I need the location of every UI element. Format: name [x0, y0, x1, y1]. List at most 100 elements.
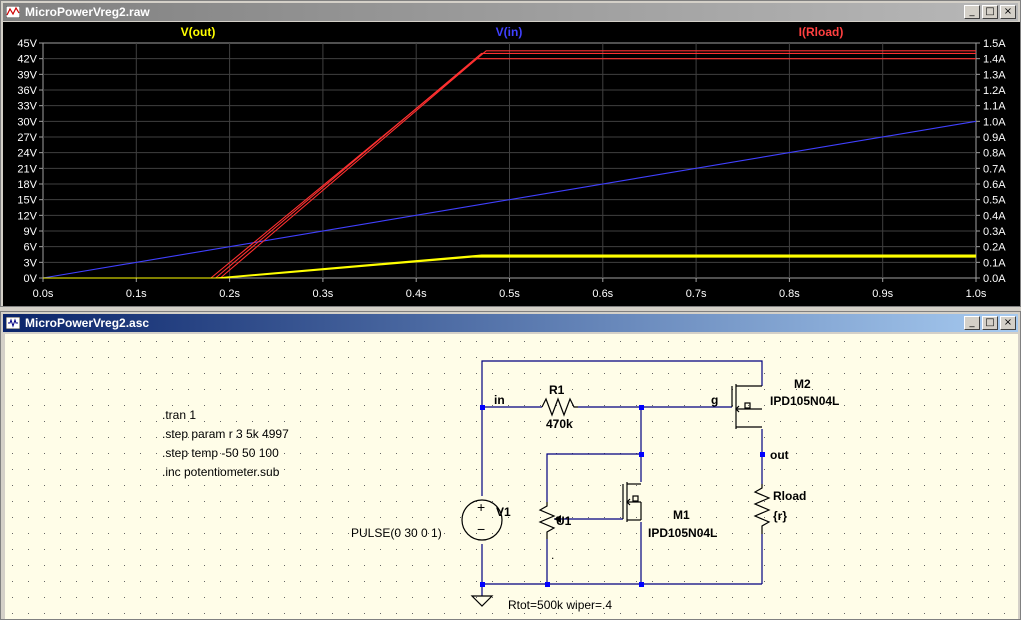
schematic-minimize-button[interactable]: _ [964, 316, 980, 330]
y-tick-label-left: 27V [17, 132, 37, 144]
y-tick-label-left: 12V [17, 210, 37, 222]
schematic-close-button[interactable]: × [1000, 316, 1016, 330]
y-tick-label-left: 42V [17, 54, 37, 66]
x-tick-label: 0.4s [406, 288, 427, 300]
x-tick-label: 0.8s [779, 288, 800, 300]
u1-dot: . [551, 548, 554, 562]
directive-step-temp[interactable]: .step temp -50 50 100 [162, 446, 279, 460]
m2-label[interactable]: M2 [794, 377, 811, 391]
x-tick-label: 0.0s [33, 288, 54, 300]
y-tick-label-right: 1.2A [983, 85, 1006, 97]
waveform-window-title: MicroPowerVreg2.raw [25, 5, 150, 19]
schematic-window: MicroPowerVreg2.asc _ □ × .tran 1 .step … [0, 311, 1021, 620]
directive-tran[interactable]: .tran 1 [162, 408, 196, 422]
v1-plus-sign: + [477, 499, 485, 515]
y-tick-label-right: 1.3A [983, 69, 1006, 81]
m2-mosfet-symbol[interactable] [731, 384, 762, 429]
y-tick-label-left: 36V [17, 85, 37, 97]
schematic-icon [5, 315, 21, 331]
schematic-canvas[interactable]: .tran 1 .step param r 3 5k 4997 .step te… [5, 334, 1018, 619]
x-tick-label: 0.9s [872, 288, 893, 300]
y-axis-left-labels: 0V3V6V9V12V15V18V21V24V27V30V33V36V39V42… [17, 38, 37, 285]
y-tick-label-right: 1.5A [983, 38, 1006, 50]
y-tick-label-left: 45V [17, 38, 37, 50]
y-tick-label-right: 0.8A [983, 148, 1006, 160]
schematic-maximize-button[interactable]: □ [982, 316, 998, 330]
y-tick-label-right: 1.1A [983, 101, 1006, 113]
y-tick-label-left: 24V [17, 148, 37, 160]
y-tick-label-left: 15V [17, 195, 37, 207]
x-tick-label: 1.0s [966, 288, 987, 300]
trace-label-v-in-[interactable]: V(in) [496, 25, 523, 39]
plot-grid [39, 42, 980, 282]
net-label-in[interactable]: in [494, 393, 505, 407]
v1-minus-sign: − [477, 521, 485, 537]
net-label-g[interactable]: g [711, 393, 718, 407]
directive-include[interactable]: .inc potentiometer.sub [162, 465, 280, 479]
y-tick-label-right: 0.1A [983, 257, 1006, 269]
x-tick-label: 0.7s [686, 288, 707, 300]
v1-source-symbol[interactable]: + − [461, 499, 503, 541]
x-tick-label: 0.1s [126, 288, 147, 300]
directive-step-param[interactable]: .step param r 3 5k 4997 [162, 427, 289, 441]
schematic-window-title: MicroPowerVreg2.asc [25, 316, 150, 330]
trace-labels[interactable]: V(out) V(in) I(Rload) [181, 25, 844, 39]
x-tick-label: 0.6s [592, 288, 613, 300]
trace-v-out-run-3[interactable] [43, 256, 976, 279]
waveform-titlebar[interactable]: MicroPowerVreg2.raw [3, 3, 1018, 21]
rload-label[interactable]: Rload [773, 489, 806, 503]
plot-traces [42, 50, 977, 279]
schematic-titlebar[interactable]: MicroPowerVreg2.asc [3, 314, 1018, 332]
y-tick-label-left: 6V [24, 242, 38, 254]
ground-symbol[interactable] [470, 595, 494, 607]
y-tick-label-right: 0.2A [983, 242, 1006, 254]
r1-value[interactable]: 470k [546, 417, 573, 431]
x-tick-label: 0.5s [499, 288, 520, 300]
y-tick-label-left: 3V [24, 257, 38, 269]
waveform-minimize-button[interactable]: _ [964, 5, 980, 19]
v1-value[interactable]: PULSE(0 30 0 1) [351, 526, 442, 540]
y-tick-label-left: 0V [24, 273, 38, 285]
u1-params[interactable]: Rtot=500k wiper=.4 [508, 598, 612, 612]
y-axis-right-labels: 0.0A 0.1A 0.2A 0.3A 0.4A 0.5A 0.6A 0.7A 0.8A 0.9A… [983, 38, 1006, 285]
x-tick-label: 0.2s [219, 288, 240, 300]
y-tick-label-left: 21V [17, 163, 37, 175]
y-tick-label-left: 30V [17, 116, 37, 128]
y-tick-label-left: 33V [17, 101, 37, 113]
rload-value[interactable]: {r} [773, 509, 787, 523]
waveform-icon [5, 4, 21, 20]
junction-dots [480, 405, 765, 587]
waveform-window: MicroPowerVreg2.raw _ □ × 0V 3V 6V 9V 12V 15V… [0, 0, 1021, 307]
r1-label[interactable]: R1 [549, 383, 565, 397]
u1-potentiometer-symbol[interactable]: . [538, 502, 623, 562]
trace-label-v-out-[interactable]: V(out) [181, 25, 216, 39]
trace-label-i-rload-[interactable]: I(Rload) [799, 25, 844, 39]
y-tick-label-right: 0.0A [983, 273, 1006, 285]
rload-resistor-symbol[interactable] [753, 484, 771, 534]
m1-model[interactable]: IPD105N04L [648, 526, 717, 540]
r1-resistor-symbol[interactable] [541, 397, 578, 417]
x-tick-label: 0.3s [313, 288, 334, 300]
x-axis-labels: 0.0s 0.1s 0.2s 0.3s 0.4s 0.5s 0.6s 0.7s 0.8s 0.9s… [33, 288, 987, 300]
y-tick-label-right: 0.3A [983, 226, 1006, 238]
u1-label[interactable]: U1 [556, 514, 572, 528]
v1-label[interactable]: V1 [496, 505, 511, 519]
y-tick-label-right: 0.7A [983, 163, 1006, 175]
y-tick-label-right: 0.6A [983, 179, 1006, 191]
net-label-out[interactable]: out [770, 448, 789, 462]
waveform-plot[interactable]: 0V3V6V9V12V15V18V21V24V27V30V33V36V39V42… [3, 22, 1020, 306]
m2-model[interactable]: IPD105N04L [770, 394, 839, 408]
y-tick-label-right: 0.4A [983, 210, 1006, 222]
schematic-wires [481, 360, 763, 596]
y-tick-label-left: 18V [17, 179, 37, 191]
y-tick-label-right: 0.9A [983, 132, 1006, 144]
m1-mosfet-symbol[interactable] [622, 482, 642, 522]
schematic-grid [5, 334, 1018, 619]
y-tick-label-right: 0.5A [983, 195, 1006, 207]
m1-label[interactable]: M1 [673, 508, 690, 522]
waveform-close-button[interactable]: × [1000, 5, 1016, 19]
y-tick-label-right: 1.4A [983, 54, 1006, 66]
trace-v-in-[interactable] [42, 120, 977, 279]
waveform-maximize-button[interactable]: □ [982, 5, 998, 19]
y-tick-label-left: 9V [24, 226, 38, 238]
